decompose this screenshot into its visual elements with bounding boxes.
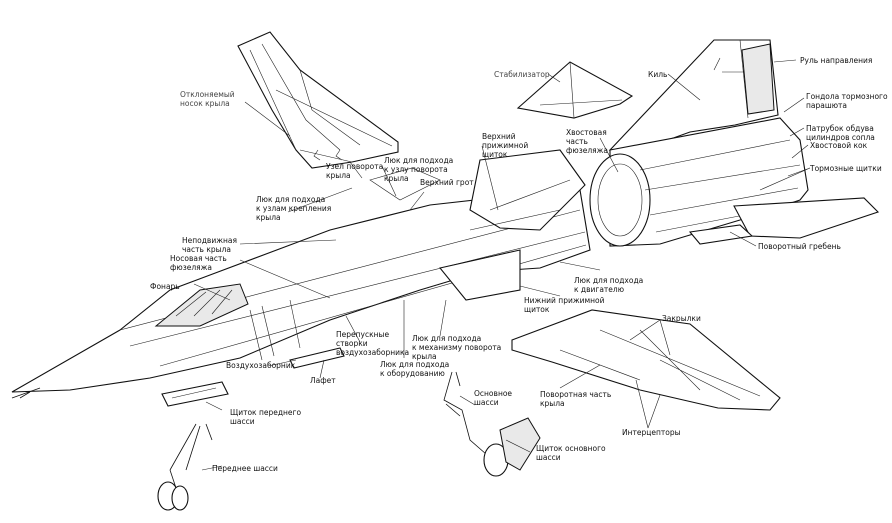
label-perednee-shassi: Переднее шасси bbox=[212, 464, 278, 473]
label-stabilizator: Стабилизатор bbox=[494, 70, 550, 79]
label-tormoznye-shchitki: Тормозные щитки bbox=[810, 164, 882, 173]
stabilizer-part bbox=[516, 61, 634, 119]
main-fuselage bbox=[11, 149, 591, 399]
label-zakrylki: Закрылки bbox=[662, 314, 701, 323]
tail-fuselage-section bbox=[589, 117, 880, 247]
rotating-wing-panel bbox=[511, 309, 781, 411]
nose-landing-gear bbox=[157, 423, 213, 511]
label-vozdukhozabornik: Воздухозаборник bbox=[226, 361, 296, 370]
upper-wing-panel bbox=[237, 31, 399, 169]
label-kil: Киль bbox=[648, 70, 668, 79]
label-interceptory: Интерцепторы bbox=[622, 428, 681, 437]
label-lafet: Лафет bbox=[310, 376, 336, 385]
label-fonar: Фонарь bbox=[150, 282, 180, 291]
small-parts bbox=[161, 347, 345, 407]
label-khvostovoy-kok: Хвостовой кок bbox=[810, 141, 868, 150]
main-landing-gear bbox=[443, 371, 541, 477]
leader-lines bbox=[193, 59, 811, 471]
label-rul-napravleniya: Руль направления bbox=[800, 56, 873, 65]
label-povorotny-greben: Поворотный гребень bbox=[758, 242, 841, 251]
label-verkhny-grot: Верхний грот bbox=[420, 178, 474, 187]
